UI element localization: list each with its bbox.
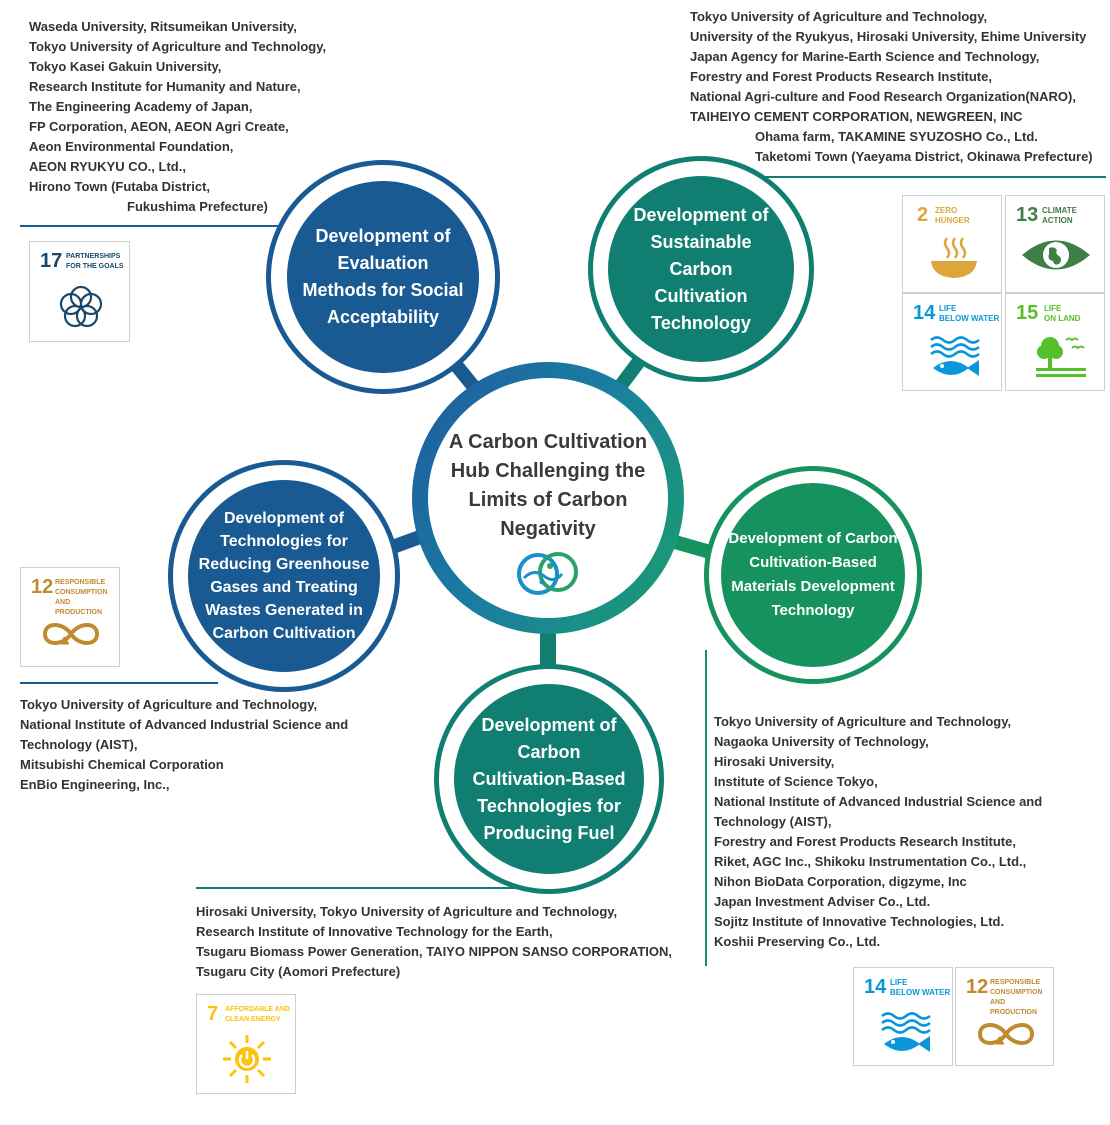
partners-sustainable-tail: Ohama farm, TAKAMINE SYUZOSHO Co., Ltd. … xyxy=(755,129,1093,164)
tree-bird-icon xyxy=(1036,337,1086,377)
sdg-15-number: 15 xyxy=(1016,302,1039,324)
node-fuel[interactable]: Development of Carbon Cultivation-Based … xyxy=(454,684,644,874)
partnership-flower-icon xyxy=(59,285,103,328)
node-ghg[interactable]: Development of Technologies for Reducing… xyxy=(188,480,380,672)
sdg-17-number: 17 xyxy=(40,250,63,272)
sdg-2-tile: 2 ZERO HUNGER xyxy=(902,195,1002,293)
hub-logo-icon xyxy=(517,552,578,595)
sdg-14-tile-bottom: 14 LIFE BELOW WATER xyxy=(853,967,953,1066)
sdg-15-tile: 15 LIFE ON LAND xyxy=(1005,293,1105,391)
sdg-12-tile-bottom: 12 RESPONSIBLE CONSUMPTION AND PRODUCTIO… xyxy=(955,967,1054,1066)
sdg-15-label: LIFE ON LAND xyxy=(1044,304,1081,323)
sdg-17-label: PARTNERSHIPS FOR THE GOALS xyxy=(66,253,124,270)
infinity-loop-icon xyxy=(42,623,100,645)
sdg-14-number-bottom: 14 xyxy=(864,976,887,998)
sdg-12-tile-left: 12 RESPONSIBLE CONSUMPTION AND PRODUCTIO… xyxy=(20,567,120,667)
sdg-13-tile: 13 CLIMATE ACTION xyxy=(1005,195,1105,293)
sdg-2-label: ZERO HUNGER xyxy=(935,206,970,225)
sdg-14-number: 14 xyxy=(913,302,936,324)
sdg-13-label: CLIMATE ACTION xyxy=(1042,206,1077,225)
partners-evaluation: Waseda University, Ritsumeikan Universit… xyxy=(29,19,327,194)
sdg-2-number: 2 xyxy=(917,204,929,226)
sdg-7-tile: 7 AFFORDABLE AND CLEAN ENERGY xyxy=(196,994,296,1094)
infinity-loop-icon xyxy=(977,1023,1035,1045)
partners-materials: Tokyo University of Agriculture and Tech… xyxy=(714,714,1043,949)
sun-power-icon xyxy=(223,1035,271,1083)
sdg-13-number: 13 xyxy=(1016,204,1039,226)
sdg-12-label-left: RESPONSIBLE CONSUMPTION AND PRODUCTION xyxy=(55,579,108,616)
sdg-12-number-bottom: 12 xyxy=(966,976,989,998)
sdg-17-tile: 17 PARTNERSHIPS FOR THE GOALS xyxy=(29,241,130,342)
node-materials[interactable]: Development of Carbon Cultivation-Based … xyxy=(721,483,905,667)
hub-title: A Carbon Cultivation Hub Challenging the… xyxy=(448,431,648,540)
sdg-14-label-bottom: LIFE BELOW WATER xyxy=(890,978,951,997)
fish-wave-icon xyxy=(881,1012,931,1052)
node-sustainable[interactable]: Development of Sustainable Carbon Cultiv… xyxy=(608,176,794,362)
partners-ghg: Tokyo University of Agriculture and Tech… xyxy=(20,697,349,792)
partners-evaluation-tail: Fukushima Prefecture) xyxy=(127,199,268,214)
partners-sustainable: Tokyo University of Agriculture and Tech… xyxy=(690,9,1087,124)
node-evaluation[interactable]: Development of Evaluation Methods for So… xyxy=(287,181,479,373)
sdg-7-number: 7 xyxy=(207,1003,219,1025)
eye-globe-icon xyxy=(1022,240,1090,270)
bowl-icon xyxy=(931,237,977,278)
partners-fuel: Hirosaki University, Tokyo University of… xyxy=(196,904,673,979)
sdg-14-label: LIFE BELOW WATER xyxy=(939,304,1000,323)
sdg-7-label: AFFORDABLE AND CLEAN ENERGY xyxy=(225,1006,291,1023)
sdg-12-number-left: 12 xyxy=(31,576,54,598)
sdg-14-tile: 14 LIFE BELOW WATER xyxy=(902,293,1002,391)
fish-wave-icon xyxy=(930,336,980,376)
sdg-12-label-bottom: RESPONSIBLE CONSUMPTION AND PRODUCTION xyxy=(990,979,1043,1016)
